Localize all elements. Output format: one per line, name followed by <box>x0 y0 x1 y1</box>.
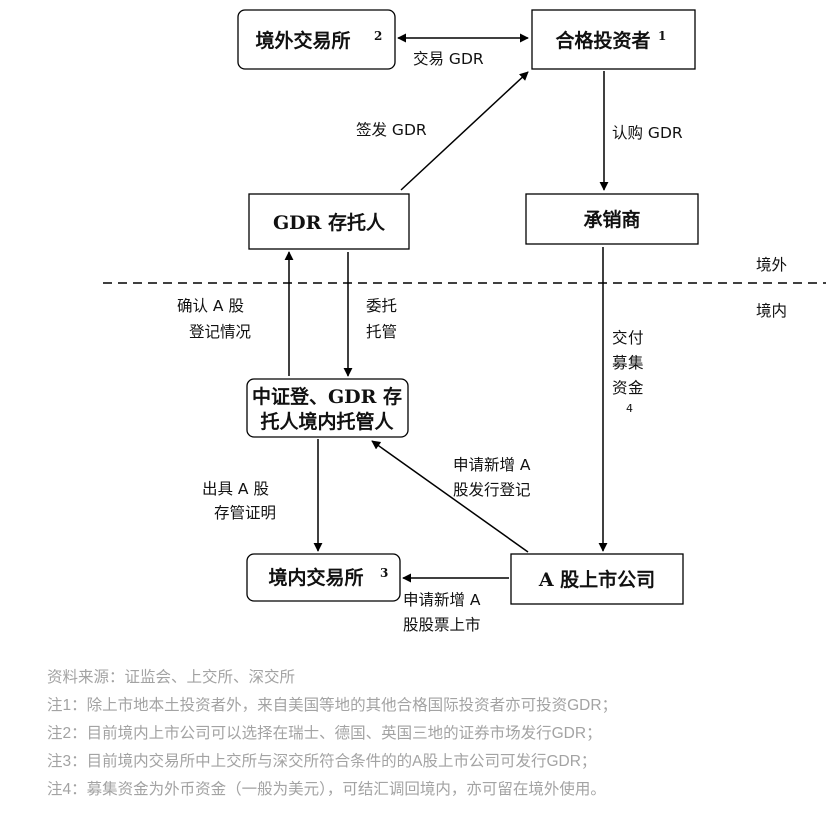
node-underwriter: 承销商 <box>525 193 699 245</box>
svg-text:资: 资 <box>612 379 628 397</box>
node-qualified-investor: 合格投资者 1 <box>531 9 696 70</box>
svg-text:4: 4 <box>626 402 633 415</box>
source-note: 资料来源：证监会、上交所、深交所 <box>47 669 296 686</box>
svg-text:A 股上市公司: A 股上市公司 <box>538 568 655 591</box>
edge-apply-registration <box>371 440 529 553</box>
svg-text:托人境内托管人: 托人境内托管人 <box>260 410 394 433</box>
svg-text:GDR 存托人: GDR 存托人 <box>273 211 386 234</box>
node-domestic-exchange: 境内交易所 3 <box>246 553 401 602</box>
edge-label-confirm-2: 登记情况 <box>189 323 251 341</box>
svg-text:境内交易所: 境内交易所 <box>268 566 363 589</box>
svg-text:付: 付 <box>628 329 644 347</box>
svg-text:合格投资者: 合格投资者 <box>555 29 650 52</box>
edge-label-issue-cert-1: 出具 A 股 <box>202 480 269 498</box>
note-3: 注3：目前境内交易所中上交所与深交所符合条件的的A股上市公司可发行GDR； <box>47 753 597 770</box>
svg-text:2: 2 <box>374 29 382 43</box>
edge-label-apply-reg-1: 申请新增 A <box>453 456 531 474</box>
svg-text:3: 3 <box>380 566 388 580</box>
edge-label-entrust-2: 托管 <box>366 323 397 341</box>
edge-label-apply-list-2: 股股票上市 <box>403 616 481 634</box>
svg-text:承销商: 承销商 <box>583 208 640 231</box>
region-overseas-label: 境外 <box>756 255 787 274</box>
note-4: 注4：募集资金为外币资金（一般为美元），可结汇调回境内，亦可留在境外使用。 <box>47 781 606 798</box>
node-overseas-exchange: 境外交易所 2 <box>237 9 396 70</box>
edge-label-apply-list-1: 申请新增 A <box>403 591 481 609</box>
svg-text:交: 交 <box>612 329 628 347</box>
edge-label-subscribe-gdr: 认购 GDR <box>612 124 683 142</box>
note-1: 注1：除上市地本土投资者外，来自美国等地的其他合格国际投资者亦可投资GDR； <box>47 697 618 714</box>
edge-label-entrust-1: 委托 <box>366 297 397 315</box>
edge-label-issue-gdr: 签发 GDR <box>356 121 427 139</box>
region-domestic-label: 境内 <box>756 301 787 320</box>
svg-text:1: 1 <box>658 29 666 43</box>
edge-issue-gdr <box>400 71 529 191</box>
node-gdr-depositary: GDR 存托人 <box>248 193 410 250</box>
note-2: 注2：目前境内上市公司可以选择在瑞士、德国、英国三地的证券市场发行GDR； <box>47 725 602 742</box>
edge-label-deliver-funds: 交 付 募 集 资 金 4 <box>612 329 644 415</box>
edge-label-issue-cert-2: 存管证明 <box>214 504 276 522</box>
edge-label-confirm-1: 确认 A 股 <box>177 297 244 315</box>
node-csdc-custodian: 中证登、GDR 存 托人境内托管人 <box>246 378 409 438</box>
svg-text:金: 金 <box>628 379 644 397</box>
svg-text:境外交易所: 境外交易所 <box>255 29 350 52</box>
node-a-share-company: A 股上市公司 <box>510 553 684 605</box>
notes-section: 资料来源：证监会、上交所、深交所 注1：除上市地本土投资者外，来自美国等地的其他… <box>47 664 807 804</box>
svg-text:募: 募 <box>612 354 628 372</box>
svg-text:中证登、GDR 存: 中证登、GDR 存 <box>252 385 402 408</box>
edge-label-apply-reg-2: 股发行登记 <box>453 481 531 499</box>
edge-label-trade-gdr: 交易 GDR <box>413 50 484 68</box>
svg-text:集: 集 <box>628 354 644 372</box>
